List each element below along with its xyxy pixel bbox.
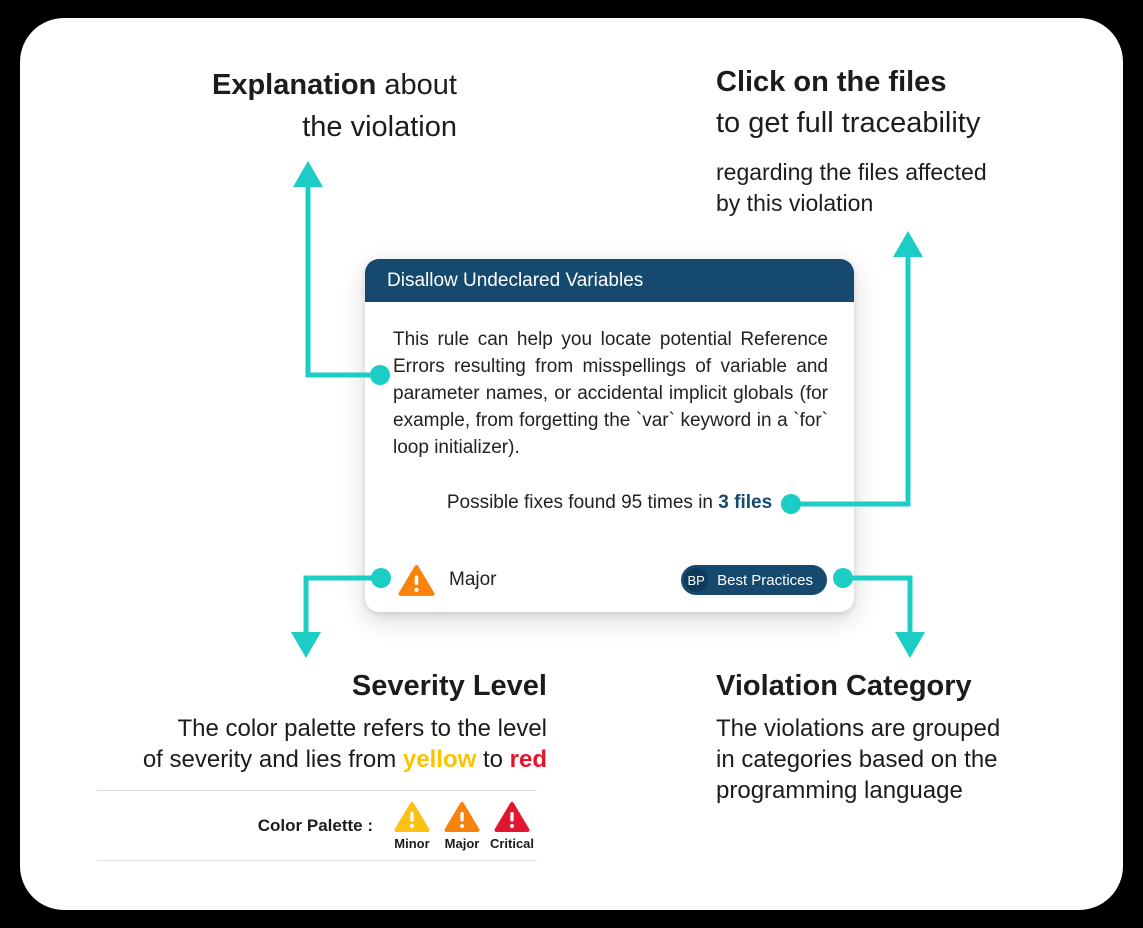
category-badge-abbr: BP bbox=[684, 568, 709, 592]
severity-word-yellow: yellow bbox=[402, 746, 477, 773]
palette-item-critical: Critical bbox=[487, 801, 537, 851]
palette-item-minor-label: Minor bbox=[394, 835, 430, 851]
callout-severity: Severity Level The color palette refers … bbox=[67, 668, 547, 775]
violation-card: Disallow Undeclared Variables This rule … bbox=[365, 259, 854, 612]
severity-major-icon bbox=[398, 564, 435, 597]
violation-card-header: Disallow Undeclared Variables bbox=[365, 259, 854, 302]
warning-triangle-critical-icon bbox=[494, 801, 530, 833]
palette-item-critical-label: Critical bbox=[489, 835, 535, 851]
callout-category-title: Violation Category bbox=[716, 670, 972, 702]
category-badge[interactable]: BP Best Practices bbox=[681, 565, 827, 595]
callout-traceability-title: Click on the files bbox=[716, 66, 947, 98]
severity-body-text: The color palette refers to the level of… bbox=[142, 715, 547, 773]
possible-fixes-text: Possible fixes found 95 times in bbox=[446, 492, 719, 513]
callout-traceability: Click on the files to get full traceabil… bbox=[716, 62, 1056, 219]
callout-category: Violation Category The violations are gr… bbox=[716, 668, 1056, 806]
palette-item-minor: Minor bbox=[387, 801, 437, 851]
violation-description: This rule can help you locate potential … bbox=[393, 329, 828, 458]
callout-explanation-line2: the violation bbox=[302, 111, 457, 143]
warning-triangle-major-icon bbox=[444, 801, 480, 833]
severity-word-red: red bbox=[509, 746, 547, 773]
callout-severity-body: The color palette refers to the level of… bbox=[67, 713, 547, 775]
callout-explanation-line1: Explanation about bbox=[120, 64, 457, 106]
callout-explanation-rest: about bbox=[376, 69, 457, 101]
callout-explanation: Explanation about the violation bbox=[120, 64, 457, 148]
severity-body-mid: to bbox=[476, 746, 510, 773]
files-link[interactable]: 3 files bbox=[718, 492, 773, 513]
palette-item-major: Major bbox=[437, 801, 487, 851]
violation-card-footer: Major BP Best Practices bbox=[398, 564, 827, 596]
category-badge-label: Best Practices bbox=[717, 571, 813, 589]
callout-explanation-title: Explanation bbox=[212, 69, 377, 101]
color-palette-label: Color Palette : bbox=[257, 815, 373, 835]
callout-category-body: The violations are grouped in categories… bbox=[716, 715, 1001, 804]
severity-label: Major bbox=[449, 569, 497, 590]
callout-traceability-subtitle: to get full traceability bbox=[716, 107, 981, 139]
violation-card-title: Disallow Undeclared Variables bbox=[387, 269, 644, 291]
possible-fixes-line: Possible fixes found 95 times in 3 files bbox=[365, 492, 854, 514]
callout-traceability-body: regarding the files affected by this vio… bbox=[716, 159, 987, 216]
palette-item-major-label: Major bbox=[444, 835, 480, 851]
warning-triangle-minor-icon bbox=[394, 801, 430, 833]
callout-severity-title: Severity Level bbox=[351, 670, 547, 702]
color-palette-strip: Color Palette : Minor Major bbox=[97, 790, 537, 861]
